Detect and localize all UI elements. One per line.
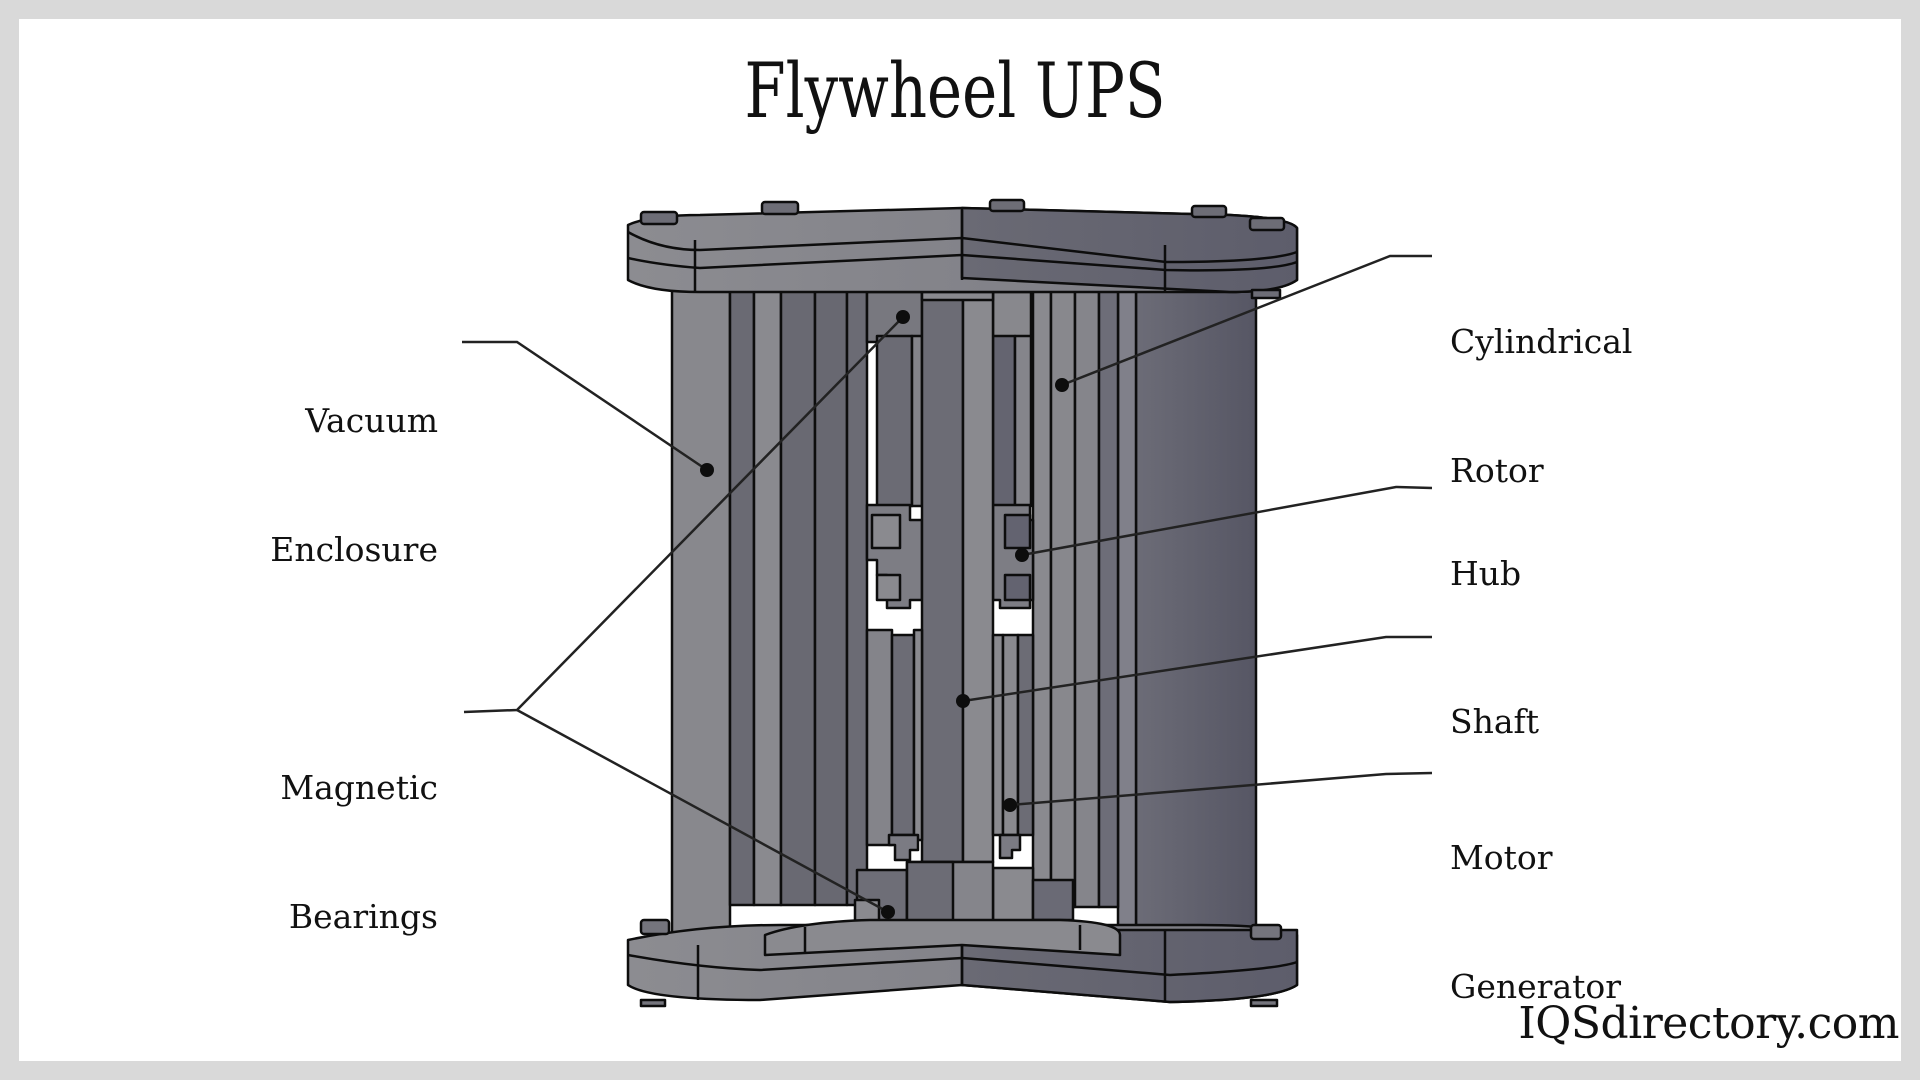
label-line: Hub [1450, 554, 1522, 593]
bottom-plate [626, 918, 1299, 1008]
leader-shaft [962, 635, 1432, 703]
label-line: Magnetic [280, 768, 438, 807]
dot-cylindrical-rotor [1055, 378, 1069, 392]
label-line: Shaft [1450, 702, 1540, 741]
label-cylindrical-rotor: Cylindrical Rotor [1450, 234, 1632, 535]
leader-vacuum-enclosure [462, 340, 708, 472]
label-line: Vacuum [305, 401, 438, 440]
shaft [920, 290, 995, 864]
enclosure-left-wall-outer [670, 283, 732, 947]
label-hub: Hub [1450, 466, 1521, 638]
dot-magnetic-bearings-lower [881, 905, 895, 919]
leader-magnetic-bearings-lower [516, 708, 889, 914]
enclosure-right-wall-outer [1134, 288, 1258, 937]
label-line: Cylindrical [1450, 322, 1633, 361]
rotor-right [1031, 275, 1120, 909]
leader-hub [1021, 485, 1433, 557]
dot-vacuum-enclosure [700, 463, 714, 477]
label-vacuum-enclosure: Vacuum Enclosure [230, 313, 438, 614]
motor-generator [865, 628, 1035, 862]
enclosure-left-wall-inner [728, 283, 756, 907]
page-title: Flywheel UPS [744, 46, 1166, 135]
rotor-left [752, 263, 869, 907]
watermark-iqsdirectory: IQSdirectory.com [1518, 998, 1899, 1049]
dot-hub [1015, 548, 1029, 562]
dot-magnetic-bearings-upper [896, 310, 910, 324]
label-line: Generator [1450, 967, 1622, 1006]
label-magnetic-bearings: Magnetic Bearings [230, 680, 438, 981]
dot-shaft [956, 694, 970, 708]
label-motor-generator: Motor Generator [1450, 750, 1621, 1051]
enclosure-right-wall-inner [1116, 288, 1138, 942]
hub-housing [865, 290, 1035, 610]
label-line: Motor [1450, 838, 1553, 877]
leader-dots [700, 310, 1069, 919]
label-line: Bearings [288, 897, 438, 936]
dot-motor-generator [1003, 798, 1017, 812]
leader-motor-generator [1009, 771, 1433, 807]
leader-cylindrical-rotor [1061, 254, 1432, 387]
leader-lines [462, 254, 1433, 914]
label-shaft: Shaft [1450, 614, 1539, 786]
label-line: Enclosure [270, 530, 438, 569]
top-plate [626, 198, 1299, 300]
label-line: Rotor [1450, 451, 1544, 490]
